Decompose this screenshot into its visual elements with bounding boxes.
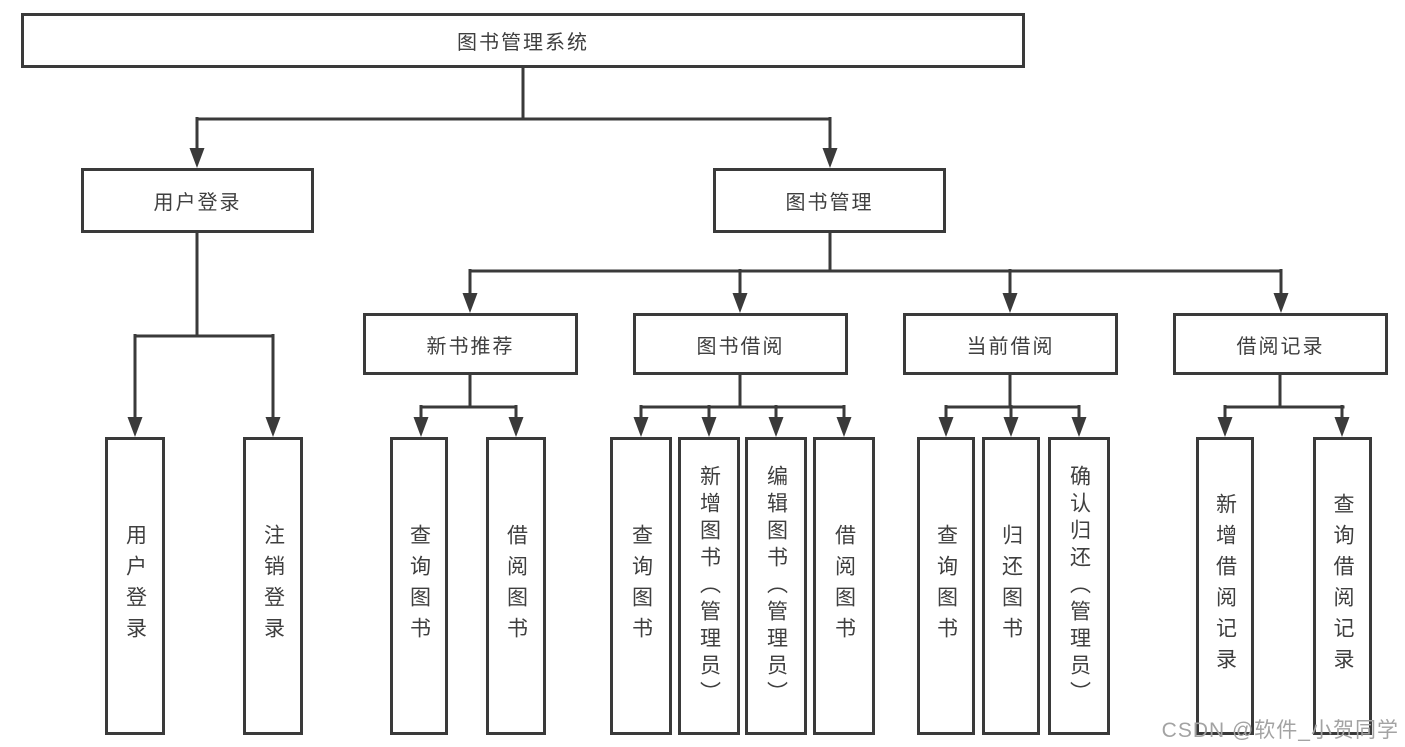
node-current-borrow: 当前借阅 <box>903 313 1118 375</box>
node-label: 查询图书 <box>407 524 431 648</box>
node-borrow-records: 借阅记录 <box>1173 313 1388 375</box>
node-label: 图书借阅 <box>696 335 785 358</box>
node-label: 借阅记录 <box>1236 335 1325 358</box>
node-label: 新增借阅记录 <box>1213 493 1237 679</box>
node-book-borrow: 图书借阅 <box>633 313 848 375</box>
connector-book-borrow-to-leaves <box>633 375 852 437</box>
node-label: 借阅图书 <box>504 524 528 648</box>
connector-root-to-level2 <box>189 68 838 168</box>
leaf-add-borrow-record: 新增借阅记录 <box>1196 437 1254 735</box>
node-label: 查询图书 <box>934 524 958 648</box>
connector-borrow-records-to-leaves <box>1217 375 1350 437</box>
node-label: 用户登录 <box>123 524 147 648</box>
leaf-logout: 注销登录 <box>243 437 303 735</box>
leaf-user-login: 用户登录 <box>105 437 165 735</box>
node-label: 查询图书 <box>629 524 653 648</box>
node-label: 查询借阅记录 <box>1331 493 1355 679</box>
connector-user-login-to-leaves <box>127 233 281 437</box>
leaf-borrow-books-1: 借阅图书 <box>486 437 546 735</box>
node-label: 用户登录 <box>153 192 242 214</box>
node-label: 编辑图书（管理员） <box>764 464 788 708</box>
node-label: 图书管理系统 <box>457 32 589 54</box>
connector-new-book-rec-to-leaves <box>413 375 524 437</box>
node-label: 借阅图书 <box>832 524 856 648</box>
connector-current-borrow-to-leaves <box>938 375 1087 437</box>
leaf-borrow-books-2: 借阅图书 <box>813 437 875 735</box>
leaf-query-borrow-record: 查询借阅记录 <box>1313 437 1372 735</box>
csdn-watermark: CSDN @软件_小贺同学 <box>1161 719 1399 742</box>
node-label: 归还图书 <box>999 524 1023 648</box>
node-user-login: 用户登录 <box>81 168 314 233</box>
leaf-query-books-1: 查询图书 <box>390 437 448 735</box>
node-label: 新增图书（管理员） <box>697 464 721 708</box>
node-new-book-recommend: 新书推荐 <box>363 313 578 375</box>
node-label: 新书推荐 <box>426 335 515 358</box>
leaf-query-books-3: 查询图书 <box>917 437 975 735</box>
leaf-return-books: 归还图书 <box>982 437 1040 735</box>
connector-book-mgmt-to-level3 <box>462 233 1289 313</box>
node-label: 确认归还（管理员） <box>1067 464 1091 708</box>
leaf-query-books-2: 查询图书 <box>610 437 672 735</box>
node-root-library-system: 图书管理系统 <box>21 13 1025 68</box>
leaf-add-books-admin: 新增图书（管理员） <box>678 437 740 735</box>
leaf-edit-books-admin: 编辑图书（管理员） <box>745 437 807 735</box>
node-book-management: 图书管理 <box>713 168 946 233</box>
node-label: 注销登录 <box>261 524 285 648</box>
leaf-confirm-return-admin: 确认归还（管理员） <box>1048 437 1110 735</box>
node-label: 图书管理 <box>785 192 874 214</box>
node-label: 当前借阅 <box>966 335 1055 358</box>
